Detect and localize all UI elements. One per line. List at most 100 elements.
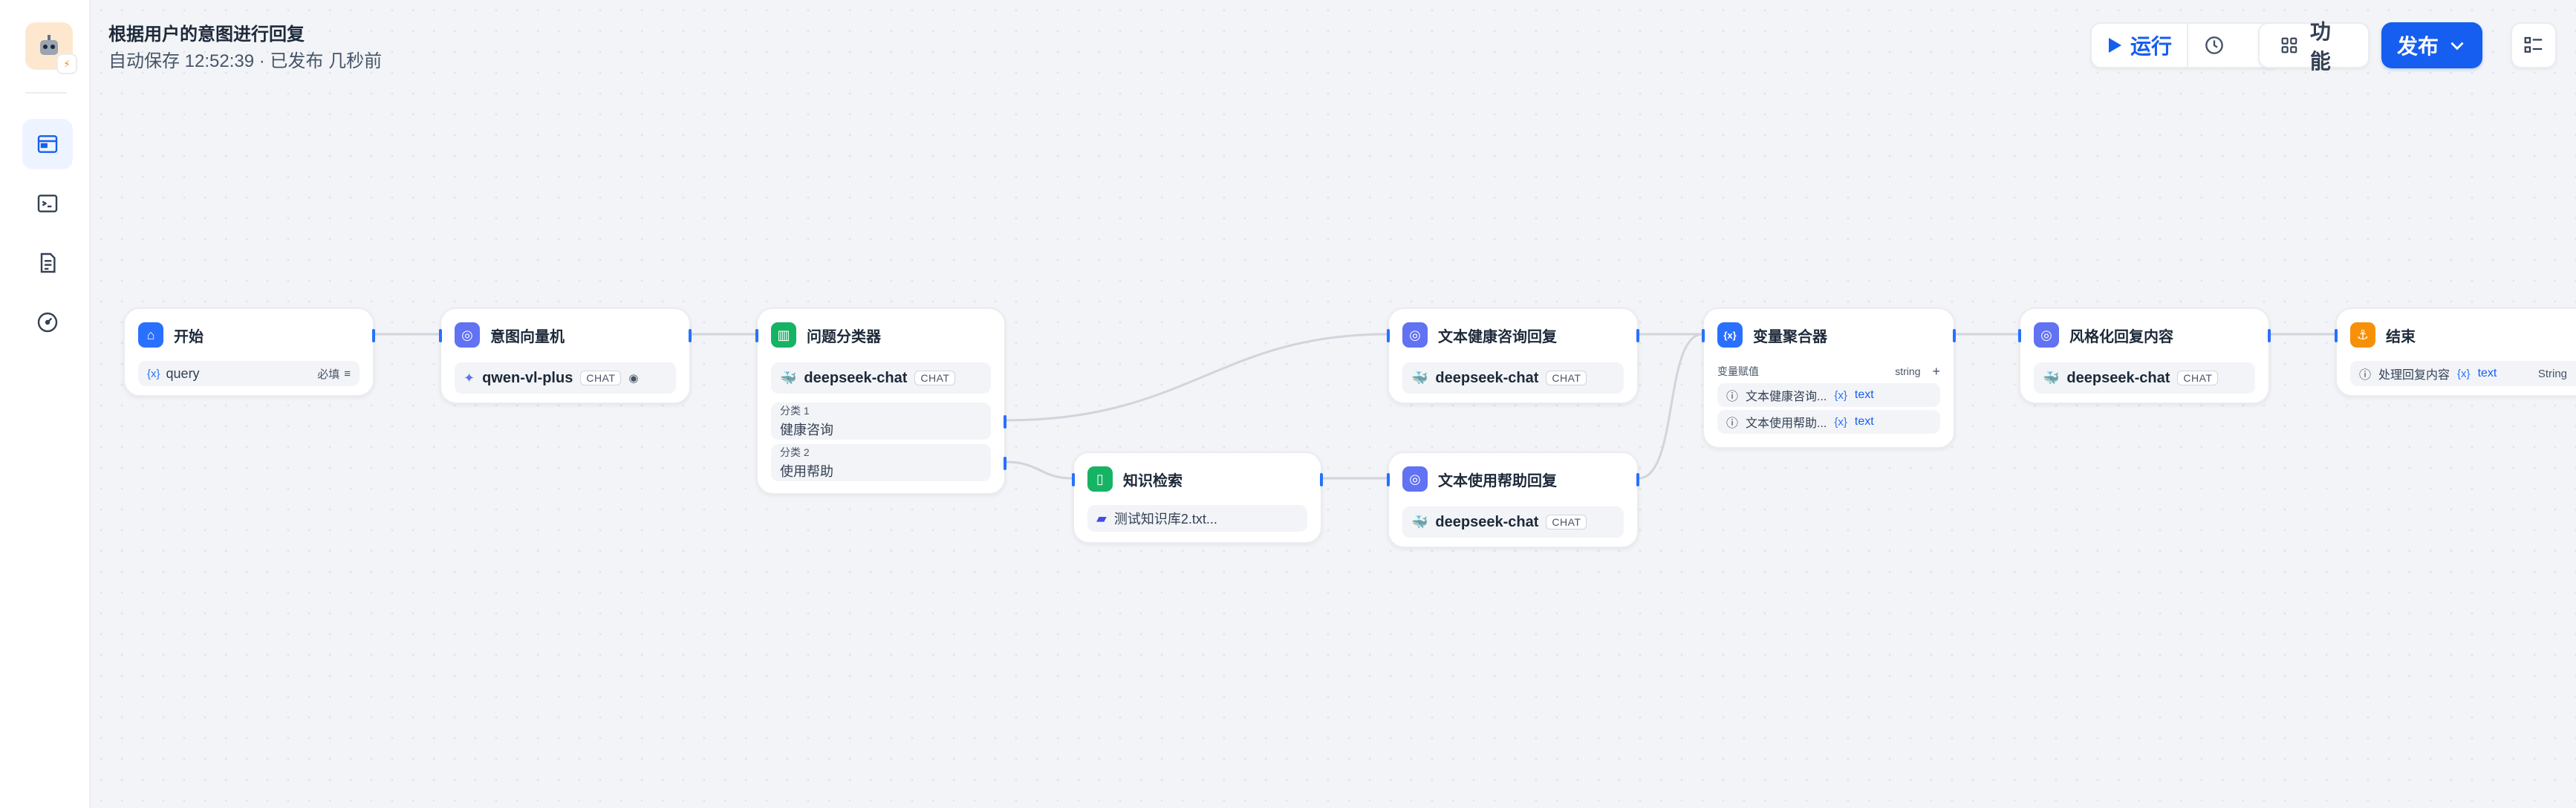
terminal-icon	[37, 195, 58, 212]
node-knowledge[interactable]: ▯ 知识检索 ▰ 测试知识库2.txt...	[1072, 452, 1323, 544]
run-label: 运行	[2130, 35, 2173, 58]
deepseek-icon: 🐳	[780, 370, 797, 385]
llm-source-icon: ⓘ	[1726, 417, 1739, 430]
node-header: ⚓ 结束	[2350, 322, 2416, 348]
model-row: 🐳 deepseek-chat CHAT	[771, 362, 991, 394]
orchestrate-nav-button[interactable]	[22, 119, 73, 169]
aggregator-item: ⓘ 文本使用帮助... {x} text	[1717, 410, 1940, 434]
logs-nav-button[interactable]	[22, 238, 73, 288]
llm-source-icon: ⓘ	[1726, 391, 1739, 403]
class-item: 分类 1 健康咨询	[771, 403, 991, 440]
folder-icon: ▰	[1096, 510, 1107, 526]
required-label: 必填	[317, 368, 340, 381]
output-handle[interactable]	[1636, 473, 1639, 486]
model-mode-chip: CHAT	[2177, 371, 2219, 385]
deepseek-icon: 🐳	[1411, 514, 1428, 530]
variable-icon: {x}	[1834, 415, 1847, 429]
left-sidebar: ⚡	[0, 0, 91, 808]
variable-name: text	[1854, 388, 1874, 401]
class-label: 分类 1	[780, 405, 810, 417]
llm-icon: ◎	[1402, 322, 1428, 348]
node-header: ◎ 文本健康咨询回复	[1402, 322, 1557, 348]
model-row: 🐳 deepseek-chat CHAT	[1402, 506, 1624, 538]
node-title: 开始	[174, 328, 204, 345]
model-mode-chip: CHAT	[1546, 371, 1587, 385]
node-help-reply[interactable]: ◎ 文本使用帮助回复 🐳 deepseek-chat CHAT	[1387, 452, 1639, 548]
aggregator-section-header: 变量赋值 string +	[1717, 362, 1940, 380]
node-aggregator[interactable]: {x} 变量聚合器 变量赋值 string + ⓘ 文本健康咨询... {x} …	[1702, 307, 1956, 449]
grid-icon	[2281, 37, 2297, 53]
node-start[interactable]: ⌂ 开始 {x} query 必填 ≡	[123, 307, 375, 397]
publish-button[interactable]: 发布	[2381, 22, 2482, 68]
play-icon	[2109, 38, 2121, 53]
dataset-name: 测试知识库2.txt...	[1113, 512, 1217, 527]
input-handle[interactable]	[1072, 473, 1075, 486]
node-style-reply[interactable]: ◎ 风格化回复内容 🐳 deepseek-chat CHAT	[2018, 307, 2271, 404]
input-handle[interactable]	[1387, 329, 1390, 342]
model-name: deepseek-chat	[804, 369, 908, 386]
output-handle[interactable]	[372, 329, 375, 342]
input-handle[interactable]	[1387, 473, 1390, 486]
source-name: 文本健康咨询...	[1746, 391, 1827, 403]
output-type: String	[2537, 367, 2567, 380]
save-status: 自动保存 12:52:39 · 已发布 几秒前	[108, 51, 383, 71]
run-history-button[interactable]	[2188, 24, 2240, 67]
input-handle[interactable]	[1702, 329, 1705, 342]
node-header: ▯ 知识检索	[1087, 466, 1183, 492]
run-button[interactable]: 运行	[2092, 24, 2189, 67]
llm-icon: ◎	[1402, 466, 1428, 492]
class-value: 使用帮助	[780, 464, 833, 479]
app-icon[interactable]: ⚡	[25, 22, 77, 74]
class-1-handle[interactable]	[1004, 415, 1006, 429]
node-title: 风格化回复内容	[2069, 328, 2173, 345]
source-name: 文本使用帮助...	[1746, 417, 1827, 430]
classifier-icon: ▥	[771, 322, 796, 348]
model-row: ✦ qwen-vl-plus CHAT ◉	[455, 362, 676, 394]
class-2-handle[interactable]	[1004, 457, 1006, 470]
add-icon[interactable]: +	[1932, 363, 1940, 379]
node-title: 文本健康咨询回复	[1438, 328, 1557, 345]
chevron-down-icon	[2450, 42, 2464, 50]
node-header: {x} 变量聚合器	[1717, 322, 1827, 348]
input-handle[interactable]	[439, 329, 442, 342]
class-label: 分类 2	[780, 446, 810, 458]
node-intent[interactable]: ◎ 意图向量机 ✦ qwen-vl-plus CHAT ◉	[439, 307, 692, 404]
model-mode-chip: CHAT	[580, 371, 622, 385]
end-output-row: ⓘ 处理回复内容 {x} text String	[2350, 361, 2576, 386]
output-handle[interactable]	[2268, 329, 2271, 342]
output-name: 处理回复内容	[2378, 369, 2450, 382]
run-button-group: 运行	[2090, 22, 2280, 68]
output-handle[interactable]	[1953, 329, 1956, 342]
features-button[interactable]: 功能	[2258, 20, 2370, 73]
input-handle[interactable]	[2018, 329, 2021, 342]
input-handle[interactable]	[755, 329, 758, 342]
node-end[interactable]: ⚓ 结束 ⓘ 处理回复内容 {x} text String	[2335, 307, 2576, 397]
model-name: deepseek-chat	[2066, 369, 2170, 386]
node-classifier[interactable]: ▥ 问题分类器 🐳 deepseek-chat CHAT 分类 1 健康咨询 分…	[755, 307, 1006, 495]
checklist-button[interactable]	[2511, 22, 2557, 68]
rail-divider	[25, 92, 67, 94]
vision-eye-icon: ◉	[628, 372, 639, 385]
workflow-canvas[interactable]	[91, 0, 2576, 808]
output-handle[interactable]	[1320, 473, 1323, 486]
model-mode-chip: CHAT	[1546, 515, 1587, 530]
monitoring-nav-button[interactable]	[22, 297, 73, 348]
llm-icon: ◎	[455, 322, 480, 348]
node-health-reply[interactable]: ◎ 文本健康咨询回复 🐳 deepseek-chat CHAT	[1387, 307, 1639, 404]
input-handle[interactable]	[2335, 329, 2338, 342]
text-lines-icon: ≡	[344, 367, 351, 380]
variable-icon: {x}	[1834, 388, 1847, 402]
checklist-icon	[2524, 36, 2543, 53]
output-handle[interactable]	[689, 329, 692, 342]
gauge-icon	[37, 312, 58, 333]
api-access-nav-button[interactable]	[22, 178, 73, 229]
node-header: ⌂ 开始	[138, 322, 204, 348]
output-handle[interactable]	[1636, 329, 1639, 342]
model-row: 🐳 deepseek-chat CHAT	[1402, 362, 1624, 394]
node-title: 结束	[2386, 328, 2416, 345]
llm-icon: ◎	[2034, 322, 2059, 348]
publish-label: 发布	[2396, 35, 2439, 58]
node-header: ◎ 意图向量机	[455, 322, 565, 348]
home-icon: ⌂	[138, 322, 163, 348]
model-row: 🐳 deepseek-chat CHAT	[2034, 362, 2255, 394]
